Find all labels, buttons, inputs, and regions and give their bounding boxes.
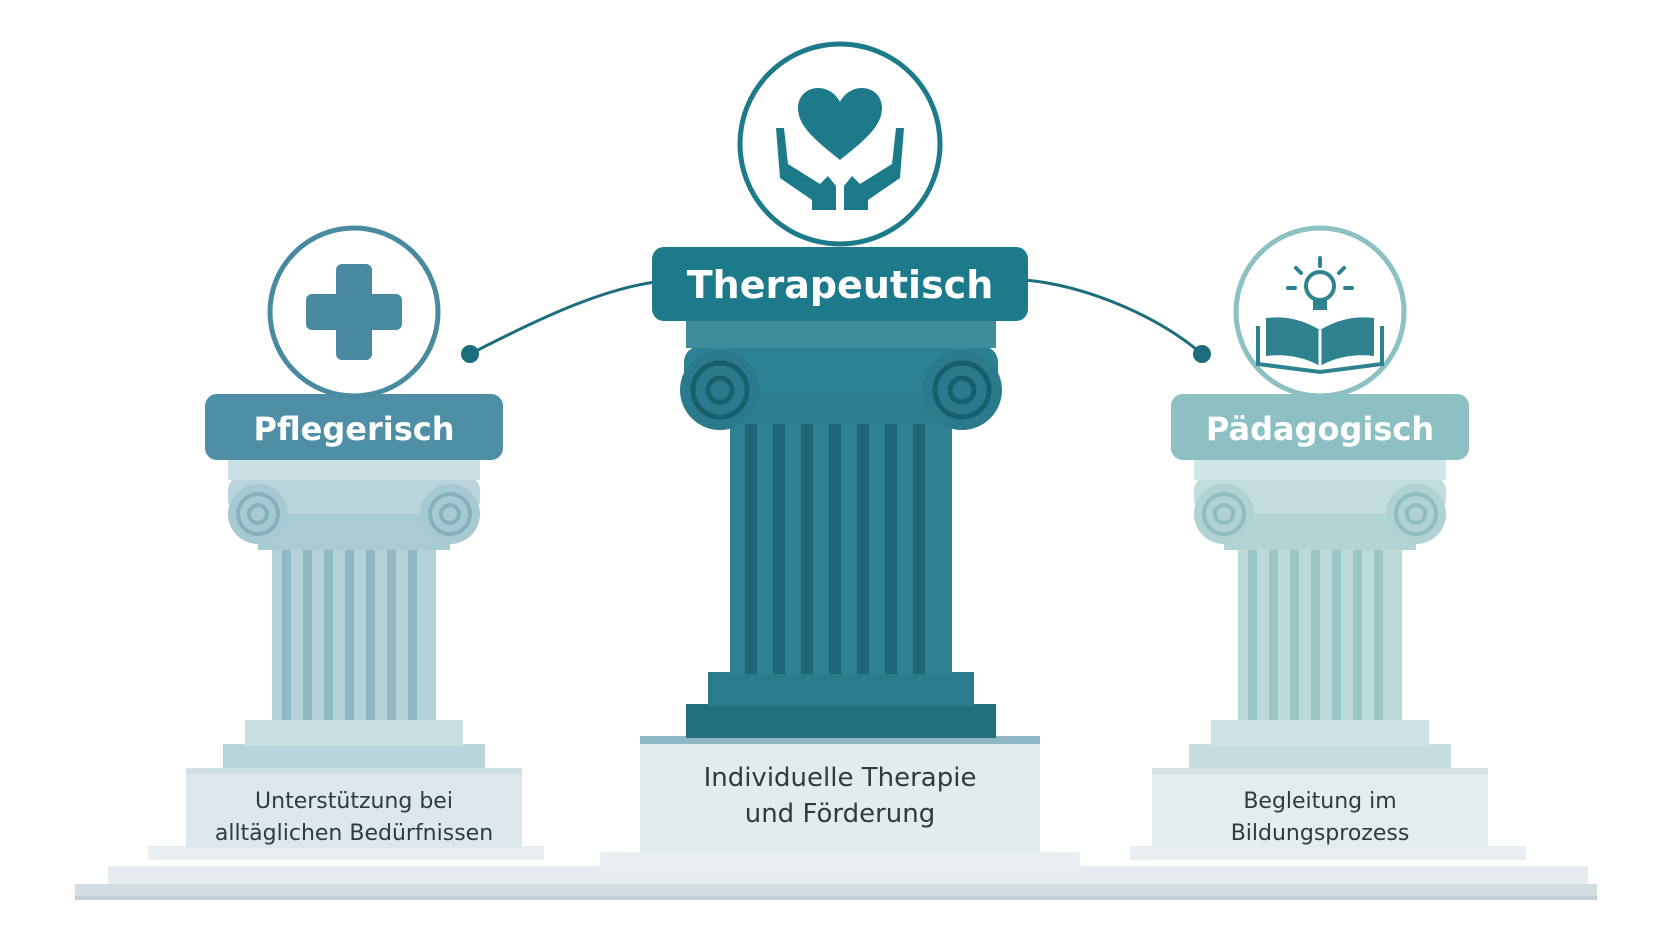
pillar-label-bg	[205, 394, 503, 460]
pillar-description-line-2: alltäglichen Bedürfnissen	[215, 821, 493, 846]
pillar-description-line-1: Begleitung im	[1243, 789, 1396, 814]
connector-lines	[461, 278, 1211, 363]
pillar-title: Therapeutisch	[687, 263, 994, 307]
pillar-label-bg	[652, 247, 1028, 321]
pillar-title: Pädagogisch	[1206, 410, 1434, 448]
pillar-pflegerisch: Pflegerisch Unterstützung bei alltäglich…	[148, 225, 544, 860]
pillar-description-line-2: und Förderung	[745, 799, 936, 829]
connector-right	[1024, 278, 1203, 356]
connector-left	[469, 280, 656, 356]
pillar-label-bg	[1171, 394, 1469, 460]
book-lightbulb-icon	[1256, 256, 1384, 375]
pillar-description-line-1: Individuelle Therapie	[704, 763, 977, 793]
connector-right-dot	[1193, 345, 1211, 363]
plus-cross-icon	[306, 264, 402, 360]
pillar-description-line-2: Bildungsprozess	[1231, 821, 1410, 846]
pillar-title: Pflegerisch	[253, 410, 454, 448]
pillar-paedagogisch: Pädagogisch Begleitung im Bildungsprozes…	[1130, 225, 1526, 860]
ground-steps	[75, 866, 1597, 900]
connector-left-dot	[461, 345, 479, 363]
pillar-therapeutisch: Therapeutisch Individuelle Therapie und …	[600, 41, 1080, 866]
pillar-description-line-1: Unterstützung bei	[255, 789, 453, 814]
hands-heart-icon	[776, 88, 904, 210]
